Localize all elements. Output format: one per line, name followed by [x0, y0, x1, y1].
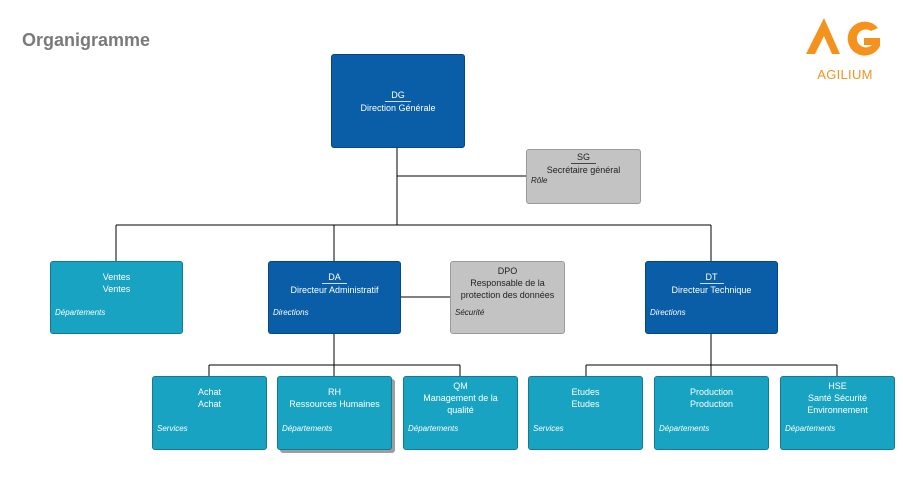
node-code: DG: [385, 90, 411, 102]
node-code: Ventes: [102, 272, 131, 282]
node-code: DT: [699, 272, 724, 284]
node-name: Achat: [197, 399, 221, 409]
node-code: DA: [322, 272, 347, 284]
node-type: Rôle: [531, 176, 548, 185]
node-code: QM: [453, 381, 468, 391]
logo-text: AGILIUM: [817, 67, 873, 82]
node-name: Management de la qualité: [423, 393, 498, 415]
node-code: HSE: [828, 381, 847, 391]
node-name: Secrétaire général: [546, 165, 621, 175]
node-code: SG: [570, 152, 596, 164]
node-code: DPO: [497, 266, 518, 276]
node-name: Ressources Humaines: [289, 399, 380, 409]
node-name: Etudes: [571, 399, 600, 409]
node-dg[interactable]: DG Direction Générale: [331, 54, 465, 148]
node-type: Départements: [282, 424, 333, 433]
node-name: Directeur Technique: [671, 285, 752, 295]
node-code: Achat: [197, 387, 221, 397]
node-rh[interactable]: RH Ressources Humaines Départements: [277, 376, 392, 450]
node-code: RH: [328, 387, 341, 397]
node-qm[interactable]: QM Management de la qualité Départements: [403, 376, 518, 450]
node-type: Sécurité: [455, 308, 485, 317]
node-ventes[interactable]: Ventes Ventes Départements: [50, 261, 183, 334]
node-code: Etudes: [571, 387, 600, 397]
node-type: Départements: [408, 424, 459, 433]
node-code: Production: [689, 387, 734, 397]
node-name: Responsable de la protection des données: [460, 278, 555, 300]
node-type: Départements: [785, 424, 836, 433]
node-name: Santé Sécurité Environnement: [807, 393, 868, 415]
node-etudes[interactable]: Etudes Etudes Services: [528, 376, 643, 450]
node-production[interactable]: Production Production Départements: [654, 376, 769, 450]
node-da[interactable]: DA Directeur Administratif Directions: [268, 261, 401, 334]
node-dt[interactable]: DT Directeur Technique Directions: [645, 261, 778, 334]
node-dpo[interactable]: DPO Responsable de la protection des don…: [450, 261, 565, 334]
node-name: Ventes: [102, 284, 131, 294]
node-type: Directions: [273, 308, 309, 317]
node-hse[interactable]: HSE Santé Sécurité Environnement Départe…: [780, 376, 895, 450]
node-name: Directeur Administratif: [290, 285, 379, 295]
page-title: Organigramme: [22, 30, 151, 50]
node-achat[interactable]: Achat Achat Services: [152, 376, 267, 450]
agilium-logo: [806, 18, 880, 56]
node-type: Services: [157, 424, 188, 433]
node-type: Départements: [55, 308, 106, 317]
node-type: Départements: [659, 424, 710, 433]
node-type: Services: [533, 424, 564, 433]
node-name: Production: [689, 399, 734, 409]
node-type: Directions: [650, 308, 686, 317]
node-name: Direction Générale: [360, 103, 436, 113]
node-sg[interactable]: SG Secrétaire général Rôle: [526, 149, 641, 204]
